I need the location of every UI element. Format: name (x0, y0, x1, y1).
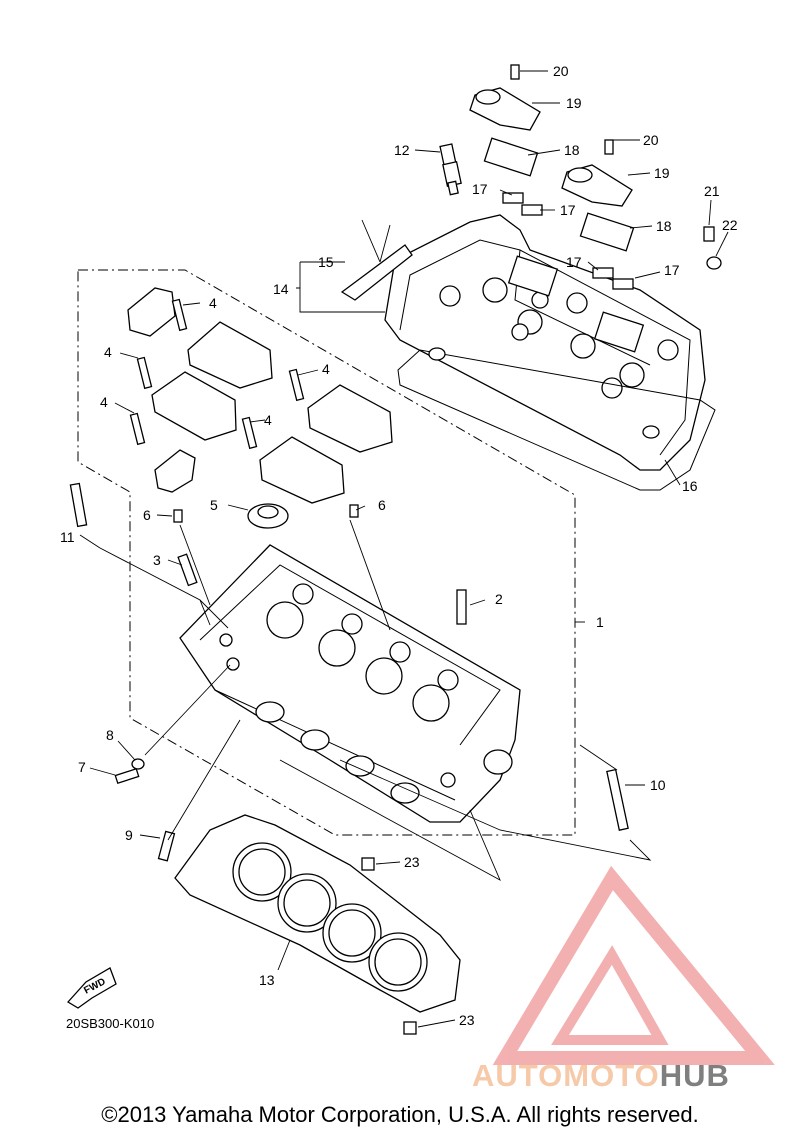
callout-7: 7 (78, 759, 86, 775)
callout-labels: 1 2 3 4 4 4 4 4 5 6 6 7 8 9 10 11 12 13 … (60, 63, 738, 1028)
copyright-notice: ©2013 Yamaha Motor Corporation, U.S.A. A… (101, 1102, 699, 1127)
dowel-pin (173, 509, 183, 523)
cover-plate (340, 244, 413, 301)
head-bolt-long (69, 482, 88, 528)
callout-21: 21 (704, 183, 720, 199)
grommet-parts (428, 347, 660, 439)
callout-4: 4 (104, 344, 112, 360)
callout-17: 17 (664, 262, 680, 278)
head-plug (247, 503, 289, 529)
fwd-arrow-icon: FWD (66, 967, 117, 1009)
callout-18: 18 (564, 142, 580, 158)
callout-23: 23 (459, 1012, 475, 1028)
washer (131, 758, 145, 770)
callout-4: 4 (264, 412, 272, 428)
callout-4: 4 (100, 394, 108, 410)
callout-6: 6 (378, 497, 386, 513)
callout-17: 17 (566, 254, 582, 270)
leader-lines (79, 70, 729, 1028)
head-cover-gasket (397, 349, 716, 491)
callout-17: 17 (560, 202, 576, 218)
callout-12: 12 (394, 142, 410, 158)
dowel-pin (361, 857, 375, 871)
cap-bolts (129, 298, 305, 450)
callout-10: 10 (650, 777, 666, 793)
callout-13: 13 (259, 972, 275, 988)
cylinder-head (179, 544, 521, 823)
callout-19: 19 (654, 165, 670, 181)
callout-9: 9 (125, 827, 133, 843)
callout-1: 1 (596, 614, 604, 630)
cylinder-head-gasket (174, 814, 461, 1013)
watermark-logo-icon (492, 865, 775, 1065)
callout-14: 14 (273, 281, 289, 297)
reed-valve-covers (469, 64, 722, 290)
callout-20: 20 (553, 63, 569, 79)
watermark-text-part2: HUB (659, 1058, 730, 1093)
callout-15: 15 (318, 254, 334, 270)
bolt (114, 767, 140, 785)
diagram-code: 20SB300-K010 (66, 1016, 155, 1031)
callout-4: 4 (209, 295, 217, 311)
head-bolt-long (606, 768, 629, 831)
camshaft-caps (127, 287, 393, 504)
callout-6: 6 (143, 507, 151, 523)
callout-3: 3 (153, 552, 161, 568)
dowel-pin (349, 504, 359, 518)
callout-22: 22 (722, 217, 738, 233)
watermark-text: AUTOMOTOHUB (472, 1058, 730, 1094)
watermark-text-part1: AUTOMOTO (472, 1058, 660, 1093)
cylinder-head-cover (384, 214, 706, 471)
callout-11: 11 (60, 529, 75, 545)
callout-8: 8 (106, 727, 114, 743)
callout-20: 20 (643, 132, 659, 148)
callout-5: 5 (210, 497, 218, 513)
stud-bolt (157, 830, 176, 862)
callout-17: 17 (472, 181, 488, 197)
callout-2: 2 (495, 591, 503, 607)
callout-4: 4 (322, 361, 330, 377)
callout-16: 16 (682, 478, 698, 494)
callout-23: 23 (404, 854, 420, 870)
spark-plug (439, 143, 462, 196)
stud-bolt (456, 589, 467, 625)
dowel-pin (403, 1021, 417, 1035)
stud-bolt (177, 553, 198, 587)
callout-19: 19 (566, 95, 582, 111)
callout-18: 18 (656, 218, 672, 234)
